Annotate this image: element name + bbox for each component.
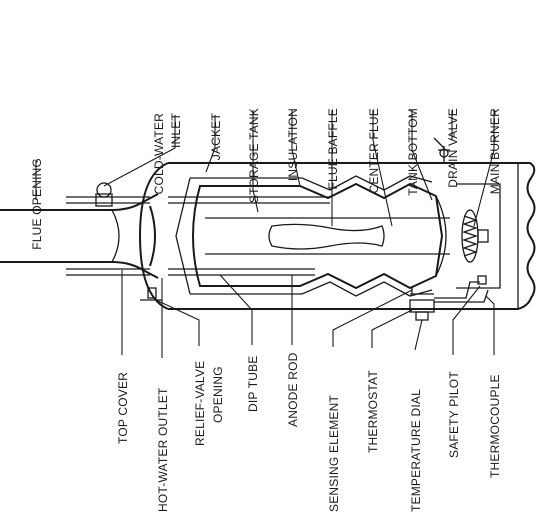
- label-safety-pilot: SAFETY PILOT: [447, 371, 461, 458]
- thermostat-control: [409, 293, 435, 321]
- label-sensing-element: SENSING ELEMENT: [327, 395, 341, 512]
- insulation-layer: [175, 175, 433, 297]
- leader-cold-water-inlet: [103, 115, 176, 187]
- main-burner: [461, 209, 489, 263]
- leader-main-burner: [473, 110, 495, 227]
- label-thermostat: THERMOSTAT: [366, 370, 380, 453]
- pilot-assembly: [434, 275, 489, 303]
- leader-dip-tube: [219, 274, 253, 345]
- leader-center-flue: [372, 110, 393, 227]
- leader-lines: [35, 110, 495, 358]
- leader-sensing-element: [332, 289, 413, 347]
- label-main-burner: MAIN BURNER: [488, 108, 502, 194]
- jacket: [138, 162, 536, 310]
- storage-tank: [192, 182, 447, 290]
- label-storage-tank: STORAGE TANK: [247, 108, 261, 203]
- anode-rod: [168, 268, 315, 276]
- center-flue: [205, 217, 450, 255]
- label-flue-opening: FLUE OPENING: [30, 158, 44, 250]
- cold-water-inlet-pipe: [66, 182, 150, 207]
- leader-safety-pilot: [452, 285, 481, 355]
- label-top-cover: TOP COVER: [116, 372, 130, 444]
- label-relief-valve-line1: RELIEF-VALVE: [193, 361, 207, 446]
- label-relief-valve-line2: OPENING: [211, 366, 225, 423]
- leader-thermocouple: [485, 295, 495, 355]
- label-jacket: JACKET: [209, 113, 223, 161]
- leader-temperature-dial: [414, 319, 423, 351]
- label-center-flue: CENTER FLUE: [367, 108, 381, 194]
- dip-tube: [168, 196, 330, 204]
- label-hot-water-outlet: HOT-WATER OUTLET: [156, 387, 170, 512]
- flue-pipe: [0, 193, 159, 279]
- flue-baffle: [268, 223, 385, 250]
- label-flue-baffle: FLUE BAFFLE: [326, 108, 340, 190]
- leader-tank-bottom: [411, 110, 433, 201]
- hot-water-outlet-pipe: [66, 268, 150, 276]
- label-thermocouple: THERMOCOUPLE: [488, 374, 502, 478]
- water-heater-drawing: [0, 137, 536, 321]
- leader-insulation: [291, 110, 301, 187]
- flue-collar: [149, 205, 156, 267]
- label-cold-water-inlet-line1: COLD-WATER: [152, 113, 166, 194]
- label-temperature-dial: TEMPERATURE DIAL: [409, 389, 423, 512]
- leader-jacket: [205, 115, 216, 173]
- label-insulation: INSULATION: [286, 108, 300, 181]
- drain-valve: [433, 137, 450, 163]
- leader-relief-valve: [155, 299, 200, 346]
- label-anode-rod: ANODE ROD: [286, 352, 300, 427]
- leader-storage-tank: [252, 110, 259, 213]
- label-cold-water-inlet-line2: INLET: [169, 113, 183, 148]
- label-tank-bottom: TANK BOTTOM: [406, 108, 420, 196]
- label-drain-valve: DRAIN VALVE: [446, 108, 460, 188]
- label-dip-tube: DIP TUBE: [246, 355, 260, 412]
- labels: FLUE OPENING COLD-WATER INLET JACKET STO…: [30, 108, 502, 512]
- relief-valve: [140, 287, 162, 301]
- leader-thermostat: [371, 309, 413, 348]
